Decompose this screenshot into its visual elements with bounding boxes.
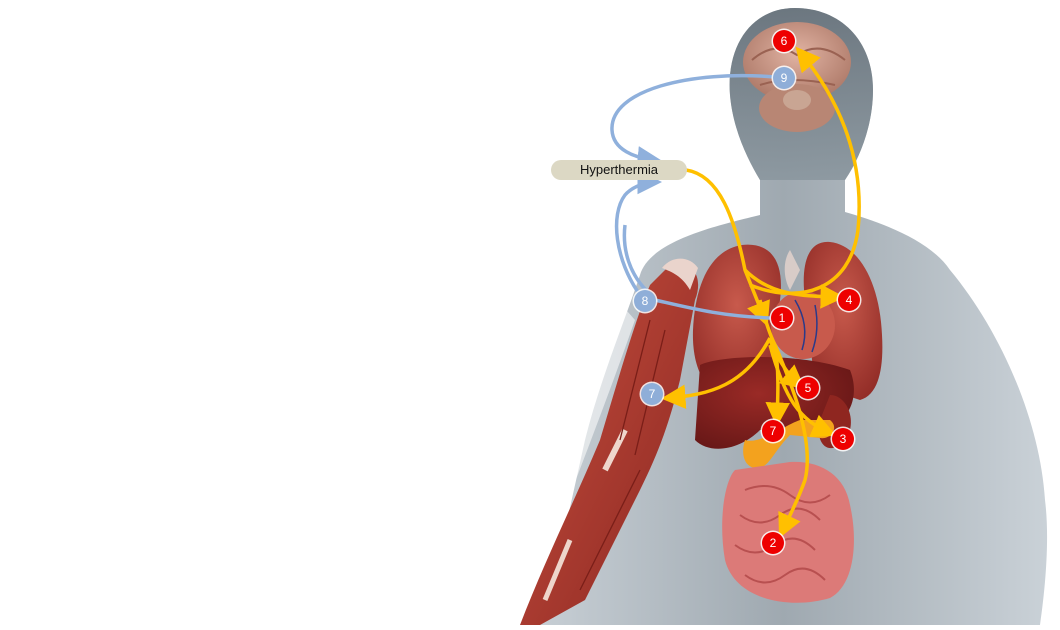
arrow-8-to-hyperthermia — [614, 169, 662, 297]
hyperthermia-label: Hyperthermia — [551, 160, 687, 180]
arrow-hyperthermia-to-hub — [685, 168, 770, 327]
arrow-hub-to-3 — [768, 344, 837, 438]
arrow-8-curve — [622, 224, 650, 294]
arrow-1-to-8 — [654, 298, 771, 320]
intestines — [722, 461, 854, 603]
feedback-arrows — [610, 73, 776, 320]
marker-red-7: 7 — [762, 420, 784, 442]
marker-red-1: 1 — [771, 307, 793, 329]
effect-arrows — [661, 46, 861, 539]
arrow-hub-to-6 — [749, 46, 861, 295]
arrow-hub-to-7-red — [765, 344, 790, 427]
arrow-hub-to-7-blue — [661, 337, 772, 409]
marker-blue-8: 8 — [634, 290, 656, 312]
marker-red-5: 5 — [797, 377, 819, 399]
arm-muscles — [520, 258, 699, 625]
marker-red-3: 3 — [832, 428, 854, 450]
marker-red-4: 4 — [838, 289, 860, 311]
marker-blue-7: 7 — [641, 383, 663, 405]
arrow-hub-to-2 — [773, 344, 810, 539]
marker-blue-9: 9 — [773, 67, 795, 89]
marker-red-6: 6 — [773, 30, 795, 52]
arrow-9-to-hyperthermia — [610, 73, 776, 171]
arrow-hub-spread — [758, 299, 777, 346]
marker-red-2: 2 — [762, 532, 784, 554]
